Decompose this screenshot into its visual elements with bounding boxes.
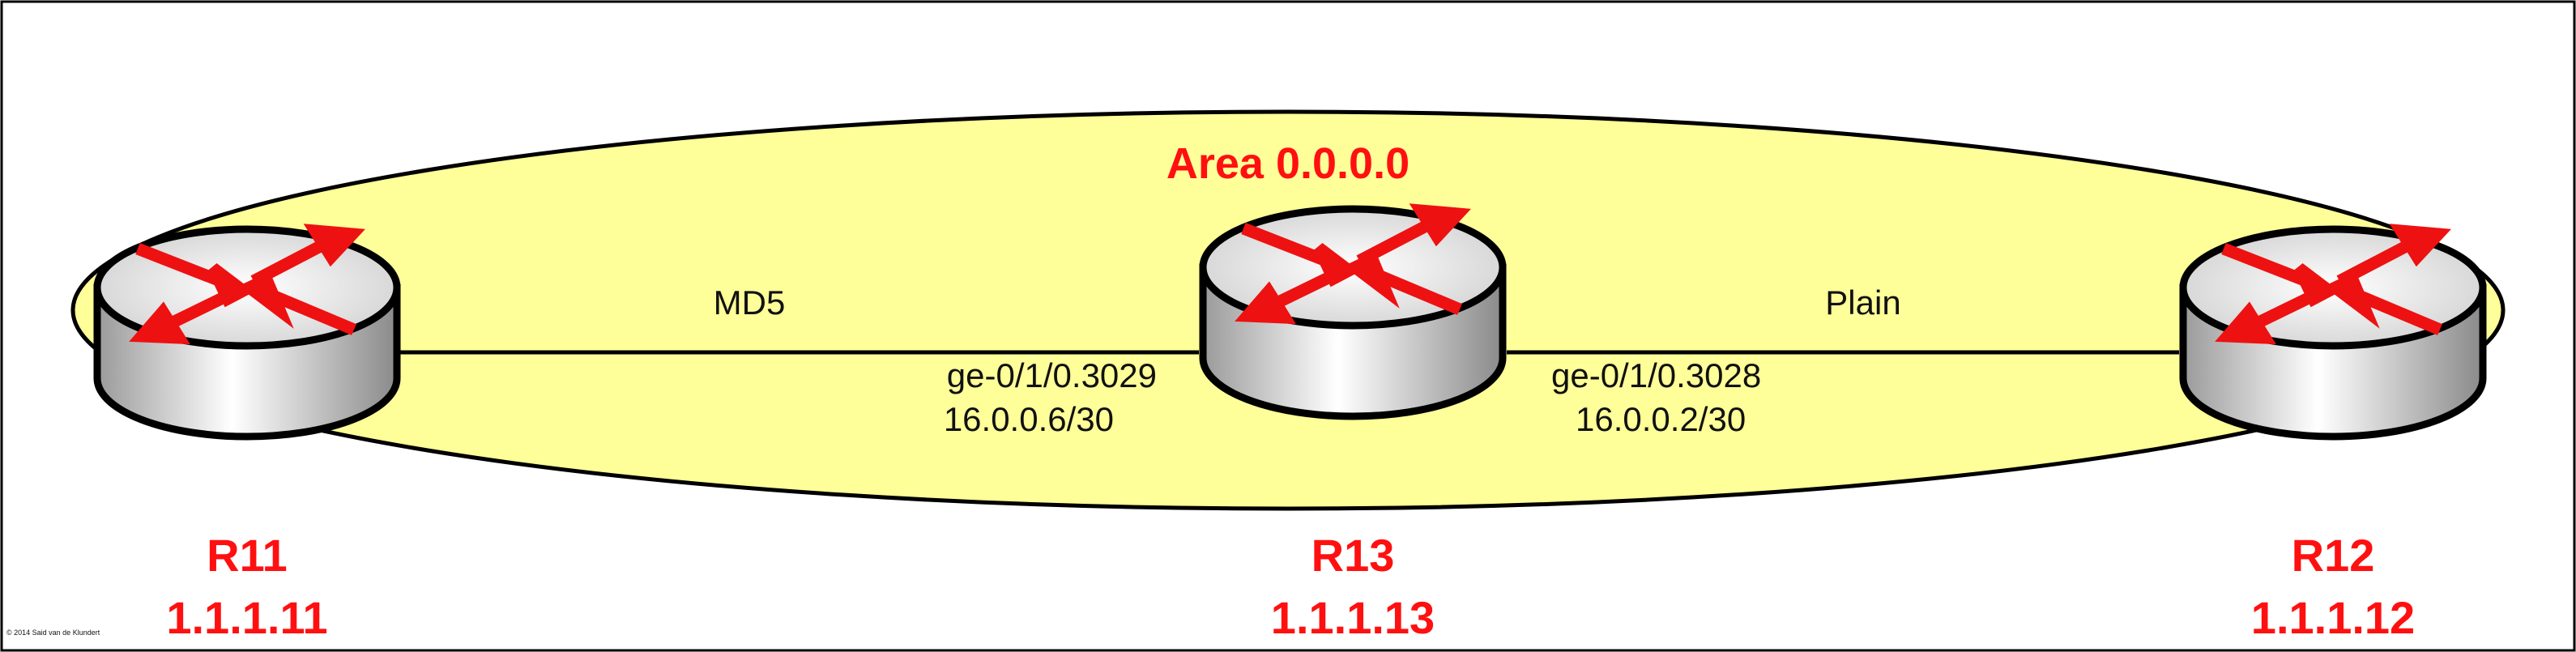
r13-right-ip: 16.0.0.2/30 — [1576, 400, 1746, 438]
area-label: Area 0.0.0.0 — [1166, 139, 1410, 188]
link-md5-label: MD5 — [714, 283, 786, 322]
copyright-text: © 2014 Said van de Klundert — [6, 629, 100, 637]
router-r13-name: R13 — [1311, 530, 1395, 581]
router-r11-id: 1.1.1.11 — [166, 592, 327, 643]
router-r13-id: 1.1.1.13 — [1271, 592, 1435, 643]
router-r12-id: 1.1.1.12 — [2251, 592, 2415, 643]
router-r11-icon — [97, 229, 397, 437]
router-r13-icon — [1203, 209, 1503, 416]
r13-left-ip: 16.0.0.6/30 — [944, 400, 1114, 438]
r13-left-interface: ge-0/1/0.3029 — [947, 356, 1157, 394]
link-plain-label: Plain — [1825, 283, 1900, 322]
router-r12-icon — [2183, 229, 2483, 437]
router-r11-name: R11 — [207, 530, 288, 581]
router-r12-name: R12 — [2292, 530, 2375, 581]
r13-right-interface: ge-0/1/0.3028 — [1551, 356, 1761, 394]
